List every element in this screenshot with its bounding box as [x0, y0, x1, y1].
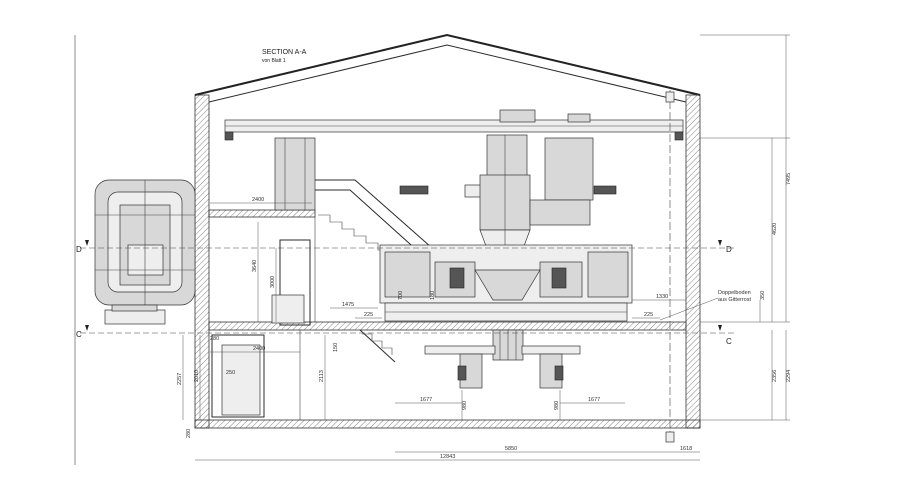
dim-5850: 5850: [505, 446, 517, 452]
dim-2010: 2010: [194, 370, 200, 382]
dim-4620: 4620: [772, 223, 778, 235]
section-mark-left-lower: C: [76, 330, 82, 339]
dim-2400-top: 2400: [252, 197, 264, 203]
dim-225-right: 225: [644, 312, 653, 318]
overhead-crane: [224, 109, 684, 141]
dim-250: 250: [226, 370, 235, 376]
section-title: SECTION A-A: [262, 49, 307, 56]
dim-350: 350: [760, 291, 766, 300]
dim-1475: 1475: [342, 302, 354, 308]
dim-280b: 280: [210, 336, 219, 342]
dim-1677-left: 1677: [420, 397, 432, 403]
dim-2257: 2257: [177, 373, 183, 385]
dim-225-left: 225: [364, 312, 373, 318]
dim-150: 150: [333, 343, 339, 352]
upper-left-room: [271, 217, 316, 326]
note-line2: aus Gitterrost: [718, 297, 751, 303]
dim-7495: 7495: [786, 173, 792, 185]
dim-2294: 2294: [786, 370, 792, 382]
dim-980-right: 980: [554, 401, 560, 410]
note-line1: Doppelboden: [718, 290, 751, 296]
dim-2356: 2356: [772, 370, 778, 382]
dim-2400-bottom: 2400: [253, 346, 265, 352]
dim-3000: 3000: [270, 276, 276, 288]
dim-700: 700: [398, 291, 404, 300]
marker-top: [665, 91, 675, 103]
section-subtitle: von Blatt 1: [262, 58, 286, 64]
section-mark-left-upper: D: [76, 245, 82, 254]
dim-1330: 1330: [656, 294, 668, 300]
dim-1618: 1618: [680, 446, 692, 452]
lower-room: [211, 330, 301, 420]
external-duct-system: [94, 179, 196, 325]
drive-assembly: [424, 329, 581, 389]
dim-280: 280: [186, 429, 192, 438]
dimension-lines: [182, 34, 790, 461]
wall-vents: [399, 185, 617, 195]
dim-1677-right: 1677: [588, 397, 600, 403]
dim-3640: 3640: [252, 260, 258, 272]
section-lines: [80, 240, 735, 334]
dim-980-left: 980: [462, 401, 468, 410]
dim-12843: 12843: [440, 454, 455, 460]
section-mark-right-lower: C: [726, 337, 732, 346]
main-machine: [379, 244, 633, 322]
dim-180: 180: [430, 291, 436, 300]
roof-duct: [274, 137, 316, 211]
building-outline: [194, 33, 701, 429]
section-mark-right-upper: D: [726, 245, 732, 254]
dim-2113: 2113: [319, 370, 325, 382]
marker-bottom: [665, 431, 675, 443]
